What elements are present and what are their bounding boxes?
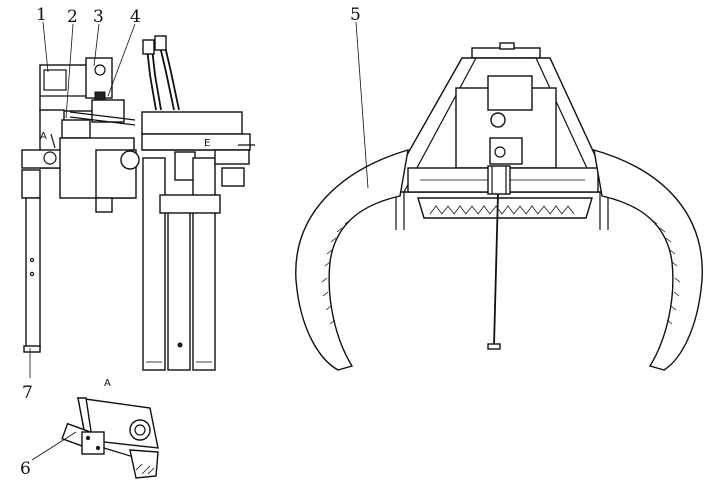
leader-lines [29, 21, 369, 461]
beam-posts [395, 192, 609, 230]
left-jaw [295, 149, 409, 371]
valve-assembly [69, 57, 136, 126]
cross-beam [407, 165, 599, 195]
callout-2: 2 [67, 7, 78, 27]
callout-numbers: 1 2 3 4 5 6 7 [20, 5, 361, 479]
right-jaw [593, 149, 703, 371]
hydraulic-hoses [142, 35, 180, 111]
plate-marker: E [204, 138, 210, 149]
callout-1: 1 [36, 5, 47, 25]
section-marker-label: A [40, 131, 47, 142]
callout-7: 7 [22, 383, 33, 403]
serrated-bar [417, 197, 593, 219]
center-housing [59, 137, 140, 213]
callout-3: 3 [93, 7, 104, 27]
detail-view-title: A [104, 378, 111, 389]
callout-4: 4 [130, 7, 141, 27]
support-leg [21, 149, 68, 353]
front-view [295, 42, 703, 371]
callout-6: 6 [20, 459, 31, 479]
side-fitting [214, 144, 255, 187]
callout-5: 5 [350, 5, 361, 25]
jaw-tines [142, 157, 221, 371]
jaw-frame [141, 111, 251, 181]
side-view: A E [21, 35, 255, 371]
center-rod [487, 193, 501, 350]
hanger-frame [384, 42, 614, 193]
section-marker: A [40, 131, 56, 149]
detail-view-a: A [61, 378, 159, 479]
